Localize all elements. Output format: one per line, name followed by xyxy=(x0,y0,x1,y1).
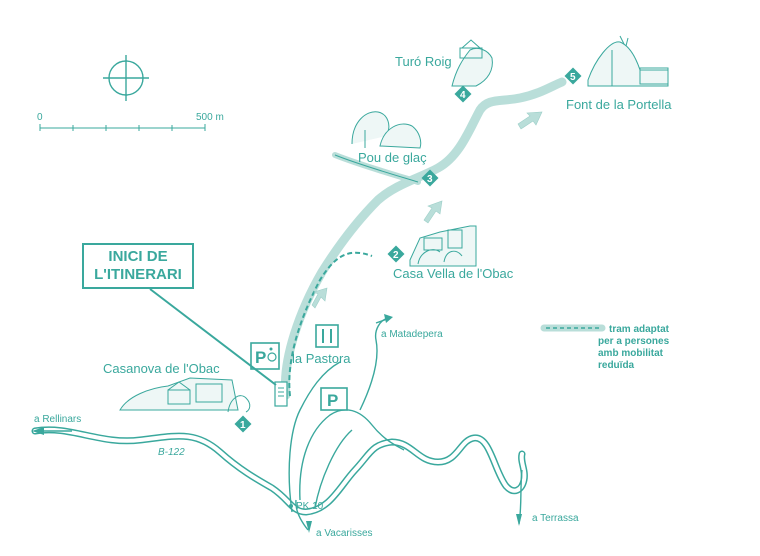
label-terrassa: a Terrassa xyxy=(532,513,579,524)
label-vacarisses: a Vacarisses xyxy=(316,528,373,539)
direction-arrows xyxy=(311,111,543,309)
turo-roig-illustration xyxy=(451,39,493,87)
parking-icon: P xyxy=(320,387,348,411)
marker-3: 3 xyxy=(421,169,439,187)
casanova-illustration xyxy=(119,377,251,413)
restaurant-icon xyxy=(315,324,339,348)
start-box-line-1: INICI DE xyxy=(108,248,168,265)
svg-text:P: P xyxy=(255,348,266,367)
start-box-line-2: L'ITINERARI xyxy=(94,266,182,283)
road-vacarisses xyxy=(295,499,309,531)
svg-text:5: 5 xyxy=(570,72,576,83)
marker-2: 2 xyxy=(387,245,405,263)
label-casa-vella: Casa Vella de l'Obac xyxy=(393,266,514,281)
label-b122: B-122 xyxy=(158,447,185,458)
marker-4: 4 xyxy=(454,85,472,103)
legend: tram adaptat per a persones amb mobilita… xyxy=(540,324,670,371)
label-matadepera: a Matadepera xyxy=(381,329,443,340)
info-board-icon xyxy=(274,381,288,407)
label-pou-glac: Pou de glaç xyxy=(358,150,427,165)
label-font-portella: Font de la Portella xyxy=(566,97,672,112)
svg-text:3: 3 xyxy=(427,174,433,185)
adapted-trail xyxy=(280,77,567,400)
label-casanova: Casanova de l'Obac xyxy=(103,361,220,376)
casa-vella-illustration xyxy=(409,225,477,267)
scale-start-label: 0 xyxy=(37,112,43,123)
adapted-trail-dashed xyxy=(288,251,373,397)
font-portella-illustration xyxy=(587,35,669,87)
svg-text:P: P xyxy=(327,391,338,410)
svg-text:1: 1 xyxy=(240,420,246,431)
legend-line-4: reduïda xyxy=(598,360,635,371)
scale-end-label: 500 m xyxy=(196,112,224,123)
road-b122 xyxy=(31,426,528,516)
start-box: INICI DE L'ITINERARI xyxy=(82,243,194,289)
legend-line-3: amb mobilitat xyxy=(598,348,664,359)
marker-1: 1 xyxy=(234,415,252,433)
compass-icon xyxy=(103,55,149,101)
marker-5: 5 xyxy=(564,67,582,85)
scale-bar xyxy=(39,124,206,131)
accessible-parking-icon: P xyxy=(250,342,280,370)
svg-text:2: 2 xyxy=(393,250,399,261)
legend-line-2: per a persones xyxy=(598,336,670,347)
label-pk10: PK 10 xyxy=(296,501,324,512)
label-la-pastora: la Pastora xyxy=(292,351,351,366)
label-rellinars: a Rellinars xyxy=(34,414,81,425)
pou-glac-illustration xyxy=(351,111,422,149)
start-pointer-line xyxy=(149,288,277,386)
svg-text:4: 4 xyxy=(460,90,466,101)
label-turo-roig: Turó Roig xyxy=(395,54,452,69)
legend-line-1: tram adaptat xyxy=(609,324,670,335)
